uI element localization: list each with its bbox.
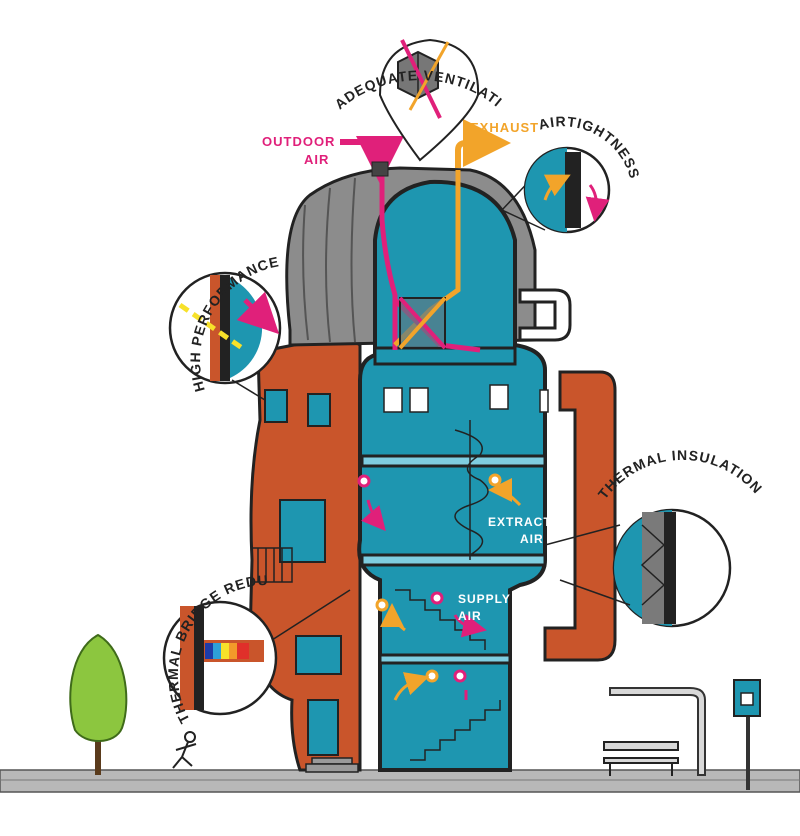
airtightness-callout: [523, 146, 611, 234]
supply-air-label-1: SUPPLY: [458, 592, 511, 606]
insulation-callout: [612, 508, 732, 628]
runner-icon: [172, 731, 197, 769]
ventilation-callout: [378, 38, 480, 162]
mug-handle: [543, 370, 617, 662]
outdoor-air-inlet: [371, 161, 389, 177]
brick-facade: [248, 333, 362, 773]
outdoor-air-arrow: [340, 136, 404, 184]
grey-dome-ribs: [302, 177, 356, 343]
sidewalk: [0, 769, 800, 793]
spiral-stair: [454, 420, 489, 560]
straight-stair: [395, 589, 501, 761]
lid-handle: [518, 288, 572, 342]
air-flow-arrows: [361, 478, 522, 701]
windows-callout: [168, 271, 282, 385]
bus-stop-sign-icon: [733, 679, 761, 790]
outdoor-air-label-2: AIR: [304, 152, 329, 167]
bench-icon: [603, 741, 679, 776]
floor-slabs: [360, 454, 547, 665]
hru-cross-2: [398, 296, 447, 350]
tree-icon: [69, 633, 128, 775]
dome-base: [373, 346, 517, 366]
thermal-insulation-label: THERMAL INSULATION: [595, 447, 766, 502]
extract-air-label-1: EXTRACT: [488, 515, 552, 529]
exhaust-label: EXHAUST: [470, 120, 539, 135]
extract-air-label-2: AIR: [520, 532, 544, 546]
thermal-bridge-callout: [162, 600, 278, 716]
cutaway-windows: [383, 384, 549, 413]
exhaust-arrow: [455, 119, 511, 168]
shelter-pole-icon: [609, 687, 706, 776]
outdoor-air-label-1: OUTDOOR: [262, 134, 335, 149]
supply-air-label-2: AIR: [458, 609, 482, 623]
